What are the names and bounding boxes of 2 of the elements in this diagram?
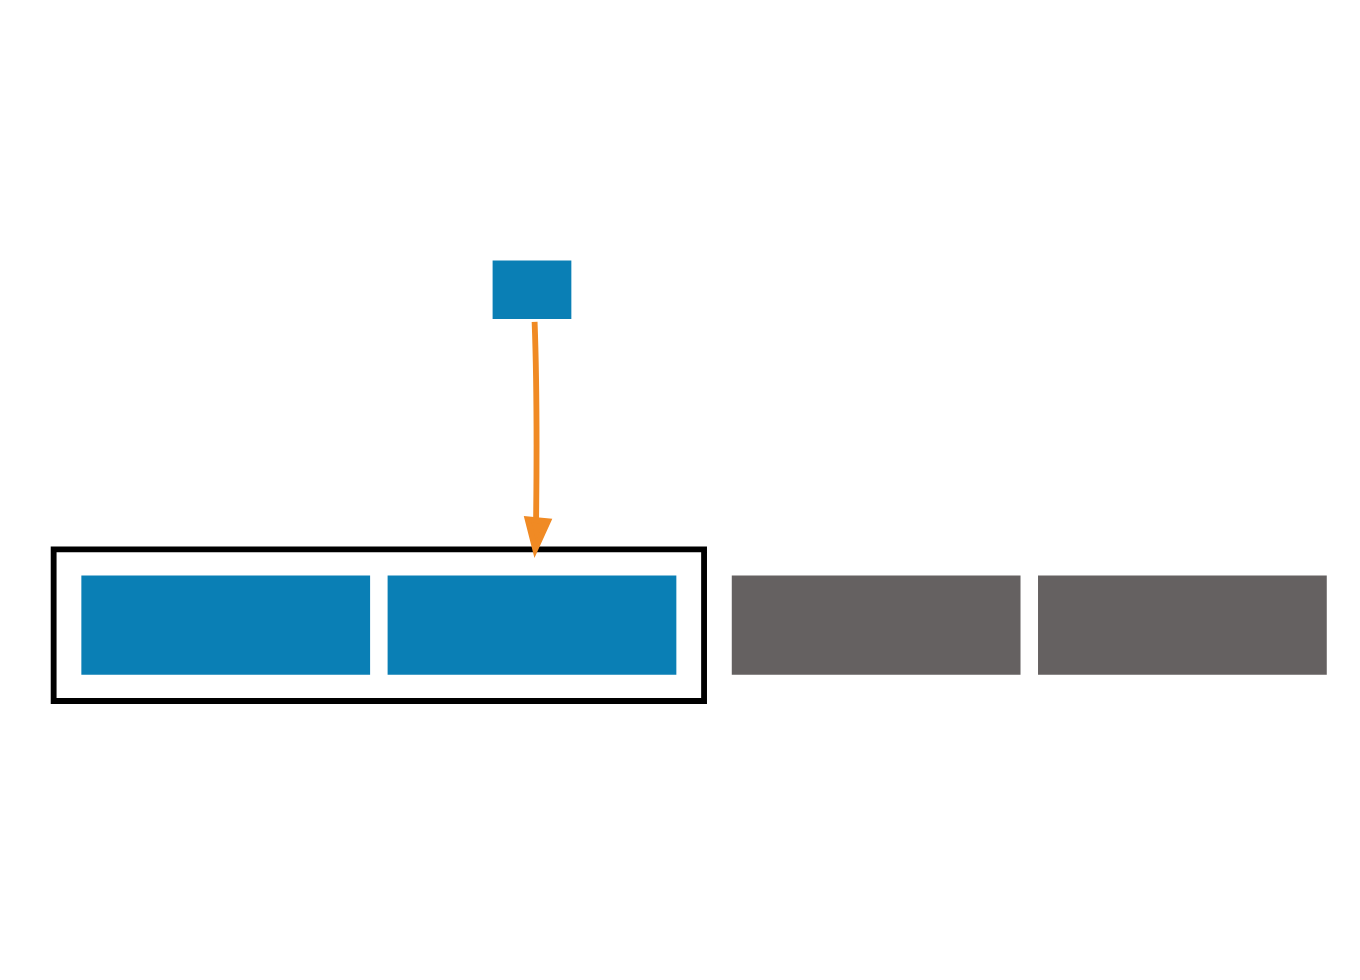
arrow xyxy=(523,320,553,558)
cluster xyxy=(50,545,707,703)
